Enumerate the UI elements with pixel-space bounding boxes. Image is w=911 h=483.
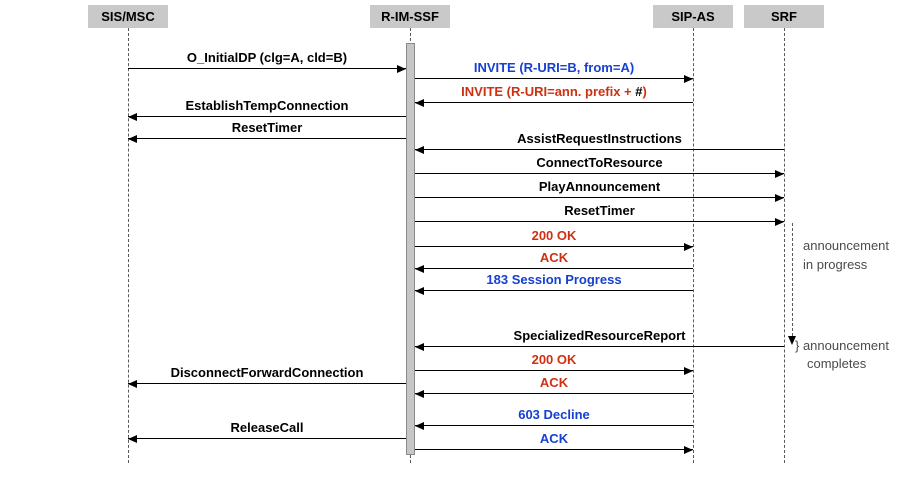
message-line bbox=[415, 246, 693, 247]
message-line bbox=[128, 383, 406, 384]
message-line bbox=[128, 138, 406, 139]
message-label: ACK bbox=[539, 375, 569, 390]
note-line: announcement bbox=[803, 238, 890, 253]
message-line bbox=[415, 425, 693, 426]
message-line bbox=[415, 221, 784, 222]
duration-dashed-line bbox=[792, 223, 793, 336]
message-label: ACK bbox=[539, 250, 569, 265]
message-label-part: # bbox=[635, 84, 643, 99]
message-label-part: INVITE (R-URI=ann. prefix + bbox=[461, 84, 636, 99]
message-arrowhead bbox=[684, 367, 693, 375]
message-label: ConnectToResource bbox=[536, 155, 663, 170]
message-line bbox=[128, 116, 406, 117]
message-label: 183 Session Progress bbox=[486, 272, 622, 287]
message-label: O_InitialDP (clg=A, cld=B) bbox=[186, 50, 348, 65]
note-line: completes bbox=[807, 356, 867, 371]
message-arrowhead bbox=[684, 75, 693, 83]
actor-label: SIP-AS bbox=[671, 9, 715, 24]
message-line bbox=[415, 393, 693, 394]
actor-box: SIP-AS bbox=[653, 5, 733, 28]
message-label: 200 OK bbox=[531, 228, 577, 243]
message-arrowhead bbox=[415, 265, 424, 273]
message-label: AssistRequestInstructions bbox=[517, 131, 682, 146]
message-label: SpecializedResourceReport bbox=[513, 328, 686, 343]
actor-label: SIS/MSC bbox=[101, 9, 155, 24]
message-arrowhead bbox=[415, 287, 424, 295]
message-arrowhead bbox=[684, 446, 693, 454]
lifeline bbox=[693, 28, 694, 463]
message-line bbox=[415, 370, 693, 371]
message-label: DisconnectForwardConnection bbox=[170, 365, 364, 380]
actor-label: SRF bbox=[771, 9, 797, 24]
lifeline bbox=[128, 28, 129, 463]
note-announcement-completes: } announcement completes bbox=[795, 337, 889, 373]
message-arrowhead bbox=[128, 113, 137, 121]
message-label-part: ) bbox=[642, 84, 647, 99]
message-label: ReleaseCall bbox=[230, 420, 304, 435]
message-arrowhead bbox=[415, 146, 424, 154]
message-line bbox=[415, 173, 784, 174]
message-arrowhead bbox=[128, 435, 137, 443]
message-label: EstablishTempConnection bbox=[185, 98, 349, 113]
message-label: INVITE (R-URI=ann. prefix + #) bbox=[461, 84, 647, 99]
message-line bbox=[415, 268, 693, 269]
message-line bbox=[128, 438, 406, 439]
lifeline bbox=[784, 28, 785, 463]
message-arrowhead bbox=[128, 380, 137, 388]
message-arrowhead bbox=[775, 194, 784, 202]
note-announcement-in-progress: announcement in progress bbox=[803, 236, 889, 274]
message-line bbox=[415, 346, 784, 347]
message-arrowhead bbox=[775, 170, 784, 178]
actor-label: R-IM-SSF bbox=[381, 9, 439, 24]
message-line bbox=[415, 149, 784, 150]
message-arrowhead bbox=[128, 135, 137, 143]
message-line bbox=[415, 449, 693, 450]
message-label: PlayAnnouncement bbox=[538, 179, 661, 194]
message-label: ACK bbox=[539, 431, 569, 446]
note-line: } announcement bbox=[795, 338, 889, 353]
message-arrowhead bbox=[775, 218, 784, 226]
activation-bar bbox=[406, 43, 415, 455]
message-label: 603 Decline bbox=[518, 407, 590, 422]
message-line bbox=[415, 197, 784, 198]
message-arrowhead bbox=[415, 422, 424, 430]
message-label: INVITE (R-URI=B, from=A) bbox=[473, 60, 635, 75]
message-arrowhead bbox=[415, 390, 424, 398]
message-arrowhead bbox=[415, 343, 424, 351]
actor-box: SIS/MSC bbox=[88, 5, 168, 28]
message-line bbox=[415, 78, 693, 79]
message-arrowhead bbox=[684, 243, 693, 251]
message-line bbox=[128, 68, 406, 69]
note-line: in progress bbox=[803, 257, 868, 272]
duration-arrowhead-icon bbox=[788, 336, 796, 345]
message-line bbox=[415, 290, 693, 291]
actor-box: R-IM-SSF bbox=[370, 5, 450, 28]
message-arrowhead bbox=[397, 65, 406, 73]
actor-box: SRF bbox=[744, 5, 824, 28]
message-label: ResetTimer bbox=[231, 120, 303, 135]
message-arrowhead bbox=[415, 99, 424, 107]
message-label: ResetTimer bbox=[564, 203, 635, 218]
message-line bbox=[415, 102, 693, 103]
message-label: 200 OK bbox=[531, 352, 577, 367]
